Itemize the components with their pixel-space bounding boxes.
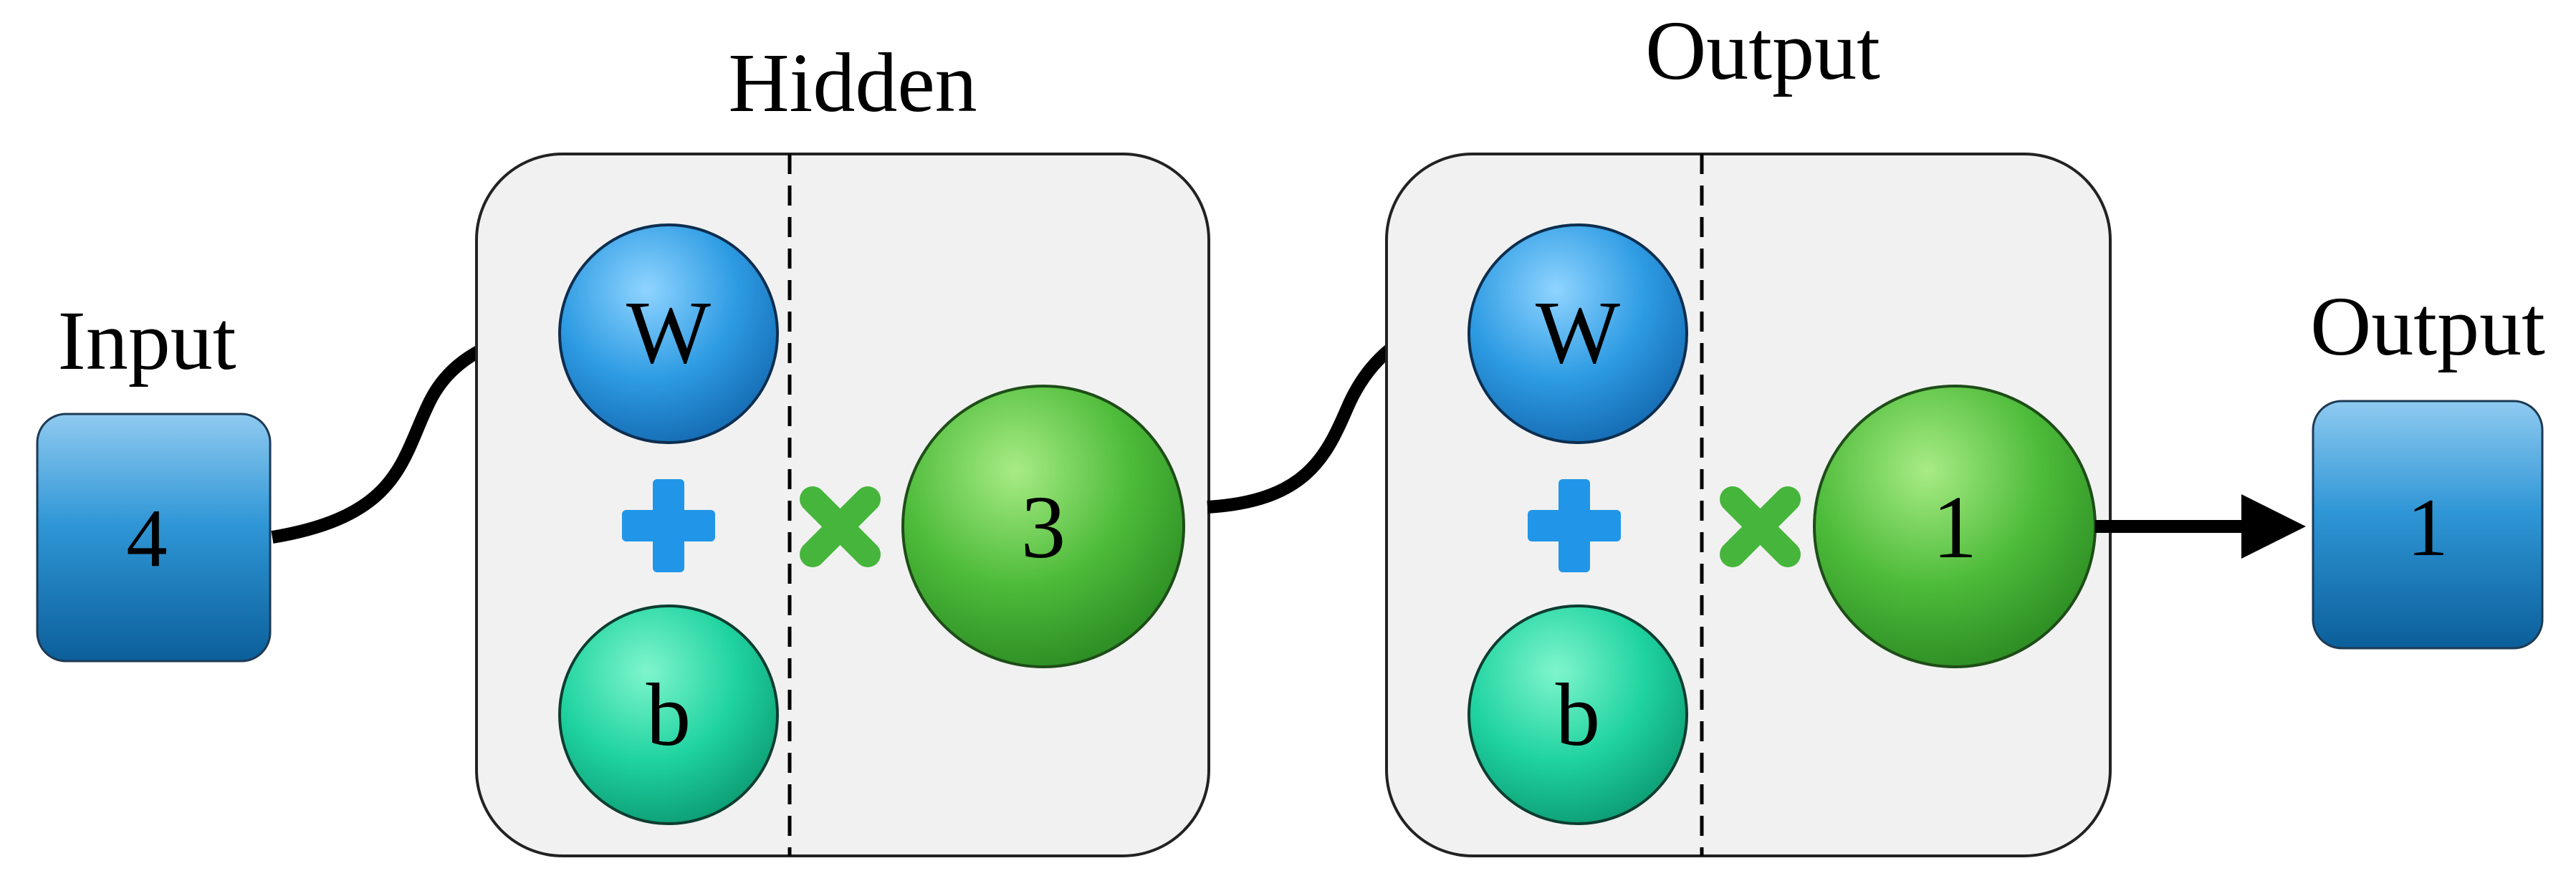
hidden-weight-label: W (626, 284, 711, 382)
input-box: 4 (36, 413, 272, 663)
output-weight-node: W (1467, 223, 1688, 444)
hidden-size-value: 3 (1021, 478, 1066, 577)
hidden-size-node: 3 (901, 385, 1185, 668)
hidden-layer-title: Hidden (728, 36, 977, 130)
output-bias-node: b (1467, 605, 1688, 825)
hidden-weight-node: W (558, 223, 779, 444)
output-size-value: 1 (1933, 478, 1978, 577)
output-size-final: 1 (2407, 482, 2448, 573)
output-layer-title: Output (1645, 4, 1880, 97)
hidden-bias-node: b (558, 605, 779, 825)
output-weight-label: W (1536, 284, 1620, 382)
output-plus-icon (1528, 479, 1621, 572)
hidden-times-icon (800, 486, 881, 567)
hidden-bias-label: b (646, 666, 691, 765)
output-box: 1 (2312, 400, 2544, 650)
output-label: Output (2310, 279, 2545, 373)
output-bias-label: b (1556, 666, 1601, 765)
output-size-node: 1 (1813, 385, 2097, 668)
input-label: Input (57, 294, 236, 387)
output-times-icon (1720, 486, 1801, 567)
input-size-value: 4 (126, 493, 168, 584)
hidden-plus-icon (622, 479, 715, 572)
